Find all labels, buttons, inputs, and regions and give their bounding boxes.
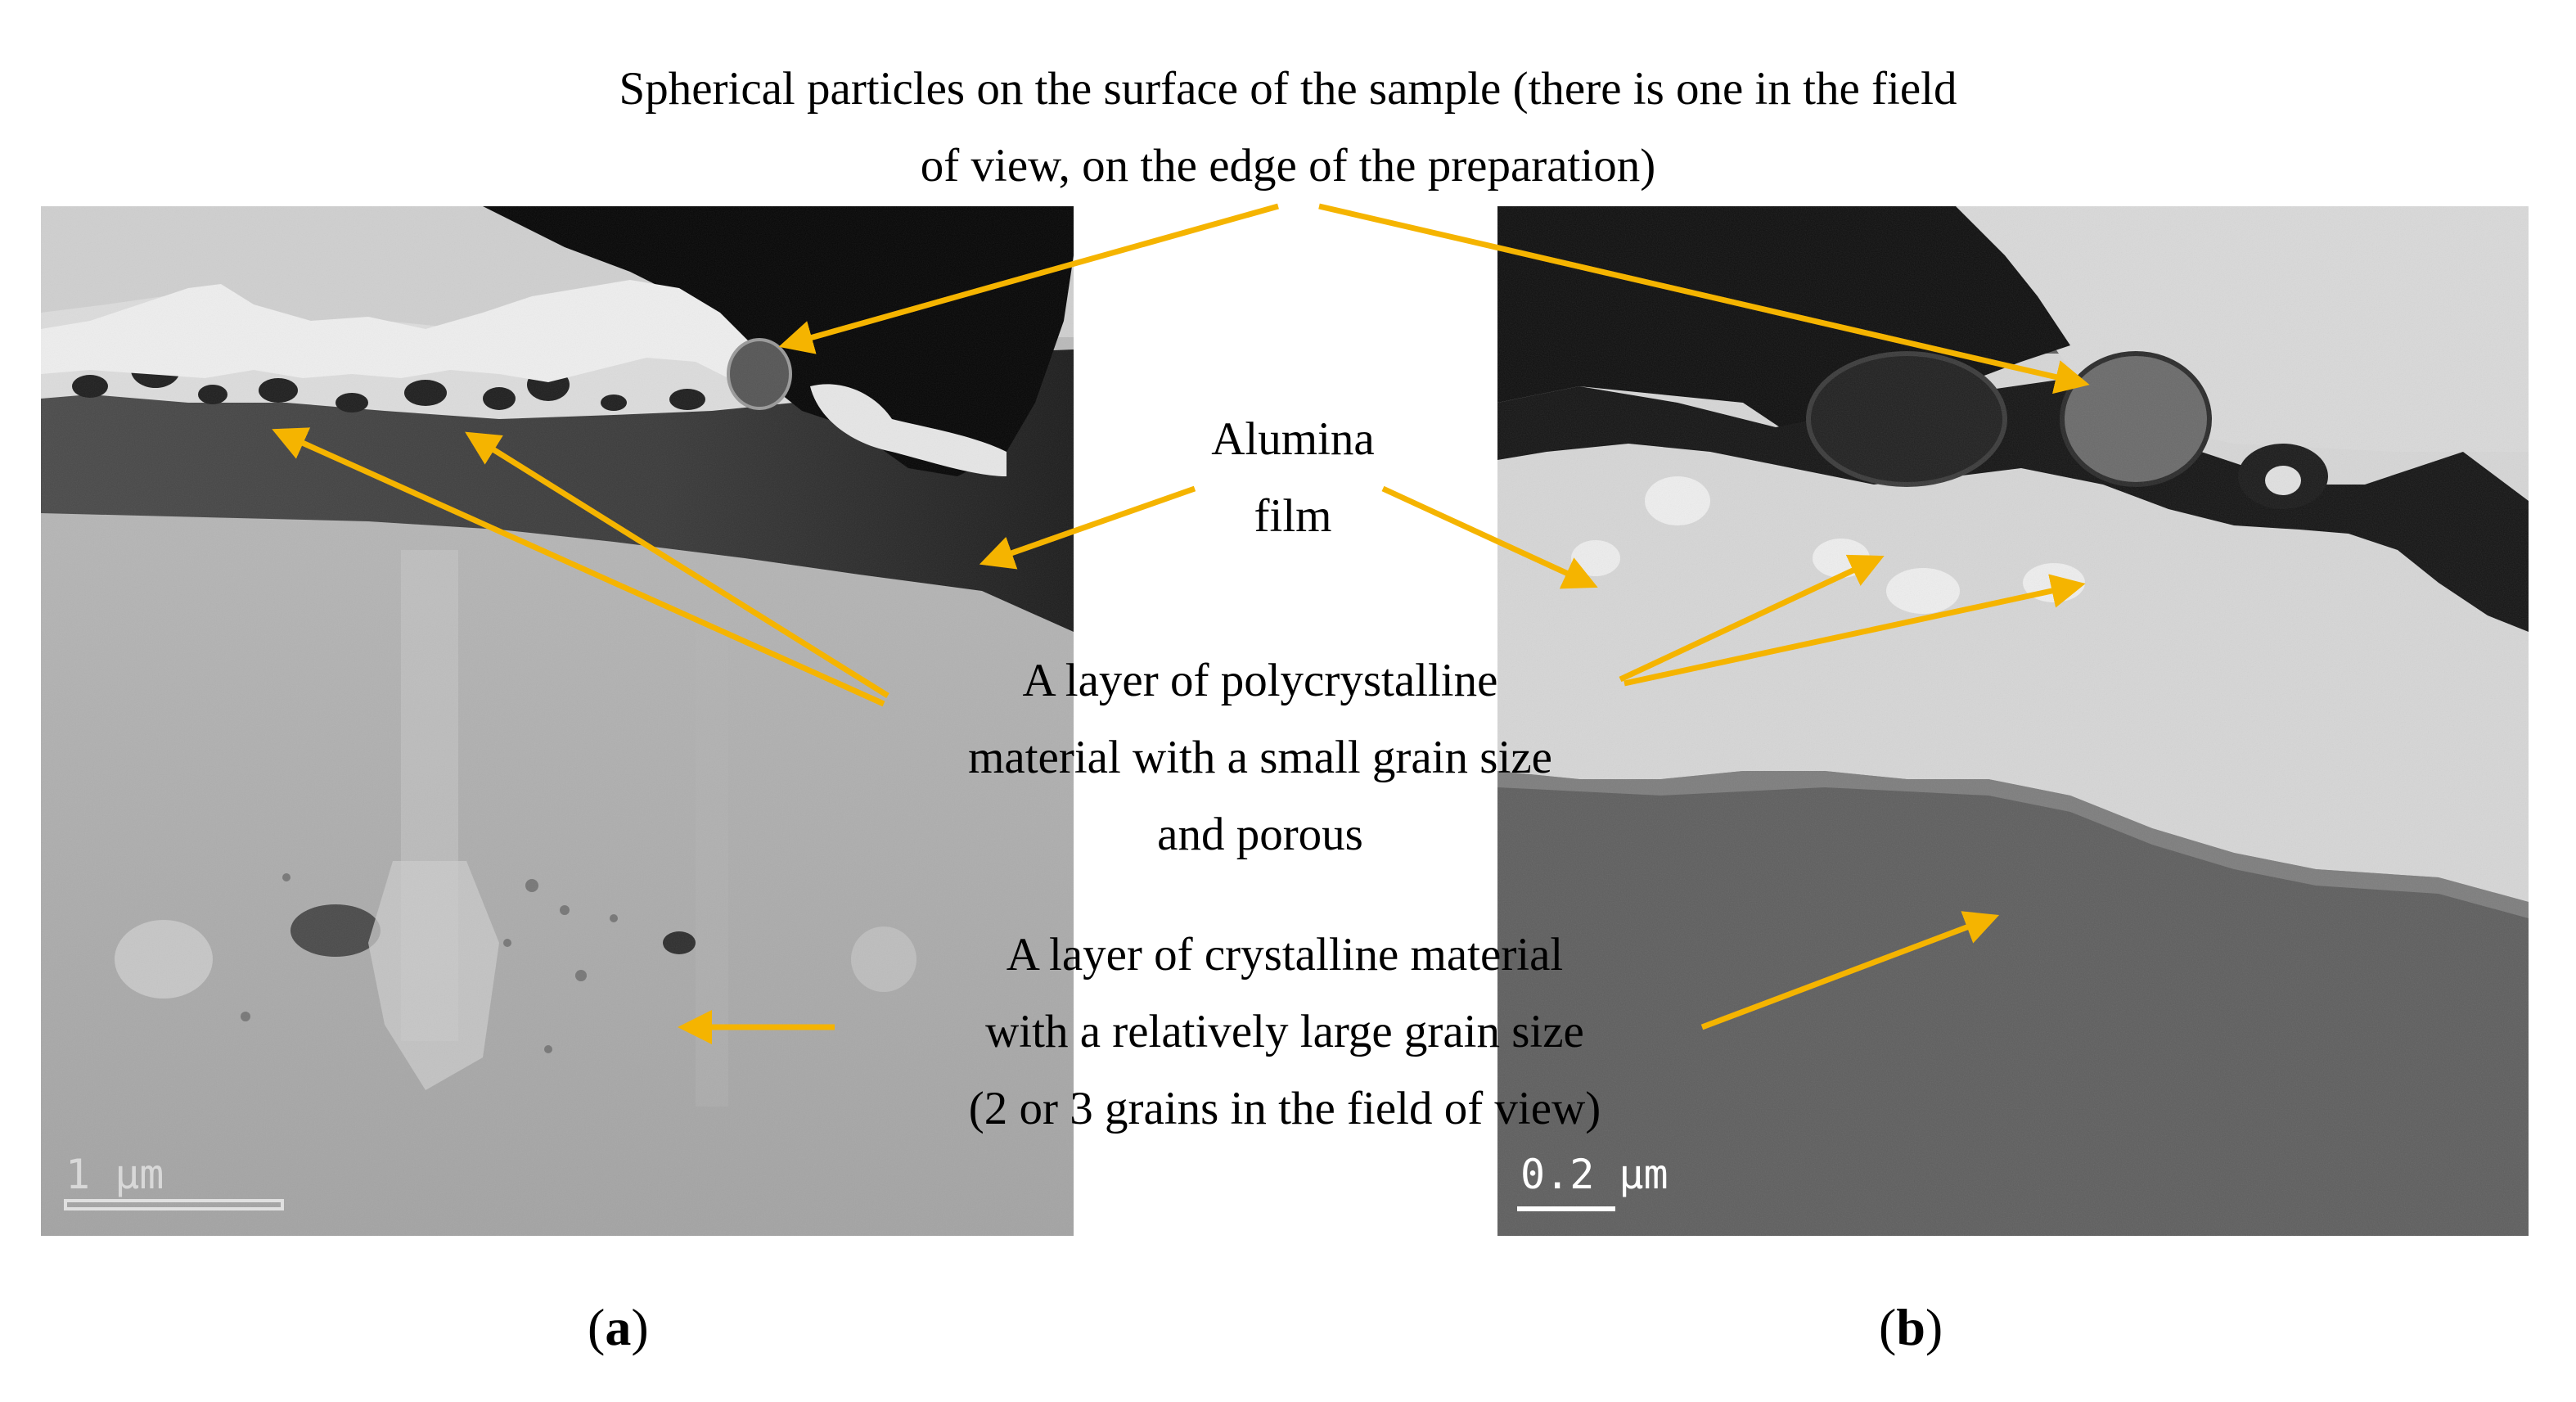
arrow-spherical-a [778,203,1279,354]
label-spherical-particles: Spherical particles on the surface of th… [0,51,2576,205]
label-poly-line1: A layer of polycrystalline [1022,655,1498,706]
arrow-poly-a1 [272,427,885,707]
micrograph-panel-a [41,206,1074,1236]
arrow-poly-b1 [1619,554,1885,683]
micrograph-a-image [41,206,1074,1236]
micrograph-b-image [1497,206,2529,1236]
arrow-alumina-a [979,485,1196,570]
arrow-poly-b2 [1624,574,2086,687]
label-alumina-line2: film [1254,490,1332,542]
label-crystalline-line3: (2 or 3 grains in the field of view) [968,1083,1601,1134]
label-poly-line2: material with a small grain size [968,732,1552,783]
label-crystalline-line2: with a relatively large grain size [985,1006,1584,1057]
arrow-crystalline-b [1700,911,2000,1030]
label-spherical-line2: of view, on the edge of the preparation) [920,140,1656,192]
arrow-poly-a2 [465,431,889,698]
caption-a: (a) [588,1298,649,1356]
label-poly-line3: and porous [1157,809,1363,860]
micrograph-panel-b [1497,206,2529,1236]
label-crystalline-line1: A layer of crystalline material [1006,929,1564,980]
arrow-alumina-b [1381,485,1598,589]
label-polycrystalline-layer: A layer of polycrystalline material with… [818,642,1702,873]
scale-bar-a-line [64,1199,284,1210]
label-alumina-film: Alumina film [1195,401,1391,555]
caption-b-letter: b [1896,1298,1925,1356]
caption-b: (b) [1879,1298,1943,1356]
scale-bar-b-line [1517,1206,1615,1211]
label-spherical-line1: Spherical particles on the surface of th… [619,63,1957,115]
arrow-spherical-b [1318,203,2090,394]
label-crystalline-layer: A layer of crystalline material with a r… [818,917,1751,1147]
scale-bar-b-label: 0.2 μm [1520,1151,1669,1198]
scale-bar-a-label: 1 μm [65,1151,164,1198]
label-alumina-line1: Alumina [1211,413,1375,465]
caption-a-letter: a [605,1298,632,1356]
